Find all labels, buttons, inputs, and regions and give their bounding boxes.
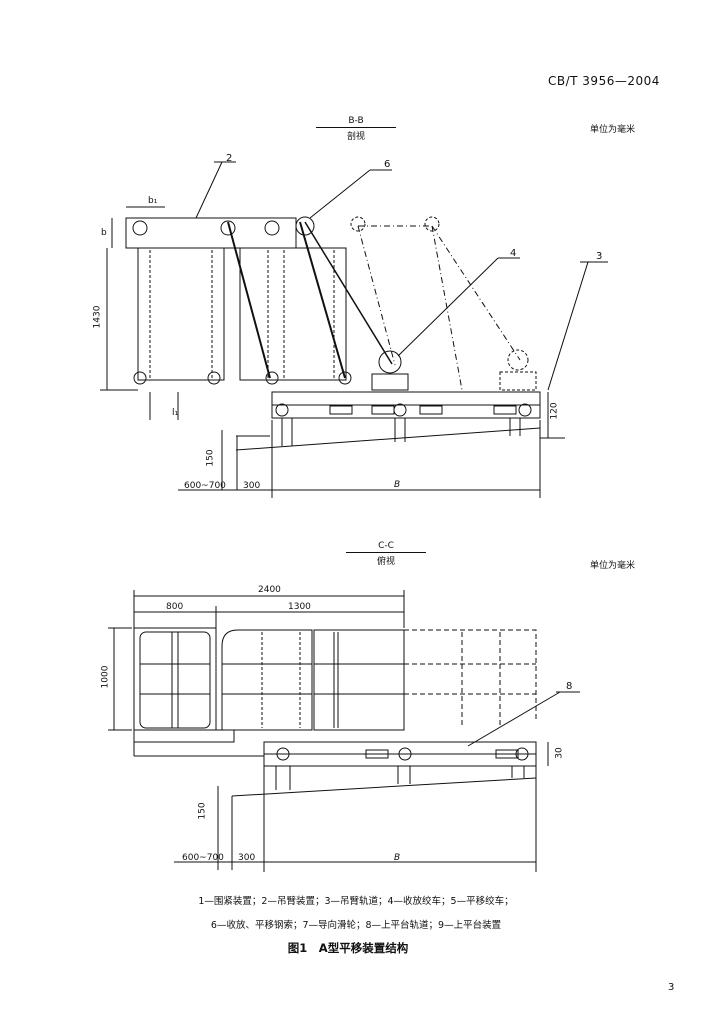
legend-line-2: 6—收放、平移钢索；7—导向滑轮；8—上平台轨道；9—上平台装置 [210,920,502,931]
section-bb-title: B-B [316,116,396,128]
dim-B-cc: B [394,853,401,863]
dim-800: 800 [166,602,184,612]
middle-cage-frame [239,247,347,381]
callout-3: 3 [596,251,603,262]
page-number: 3 [668,982,675,993]
standard-number: CB/T 3956—2004 [548,74,660,88]
dim-1300: 1300 [288,602,311,612]
legend-line-1: 1—围紧装置；2—吊臂装置；3—吊臂轨道；4—收放绞车；5—平移绞车； [198,896,514,907]
figure-caption: 图1 A型平移装置结构 [287,941,409,955]
cage-1-plan [133,627,217,731]
dim-1000: 1000 [100,665,111,689]
dim-300-cc: 300 [238,853,256,863]
dim-150-cc: 150 [197,802,208,820]
cage-2-plan [221,629,313,731]
section-cc-label: C-C 俯视 [346,541,426,567]
section-cc-title: C-C [346,541,426,553]
callout-4: 4 [510,248,517,259]
cage-3-plan [313,629,405,731]
dim-b: b [101,228,107,238]
callout-2: 2 [226,153,233,164]
dim-30: 30 [554,747,565,759]
dim-b1: b₁ [148,196,158,206]
callout-8: 8 [566,681,573,692]
dim-600-700-cc: 600~700 [182,853,224,863]
dim-600-700-bb: 600~700 [184,481,226,491]
dim-B-bb: B [394,480,401,490]
dim-300-bb: 300 [243,481,261,491]
unit-note-bottom: 单位为毫米 [590,561,636,571]
callout-6: 6 [384,159,391,170]
unit-note-top: 单位为毫米 [590,125,636,135]
section-cc-subtitle: 俯视 [376,557,395,567]
section-bb-subtitle: 剖视 [346,132,365,142]
dim-2400: 2400 [258,585,281,595]
dim-l1: l₁ [172,408,179,418]
left-cage-frame [137,247,225,381]
section-bb-label: B-B 剖视 [316,116,396,142]
winch-circle [378,350,402,374]
